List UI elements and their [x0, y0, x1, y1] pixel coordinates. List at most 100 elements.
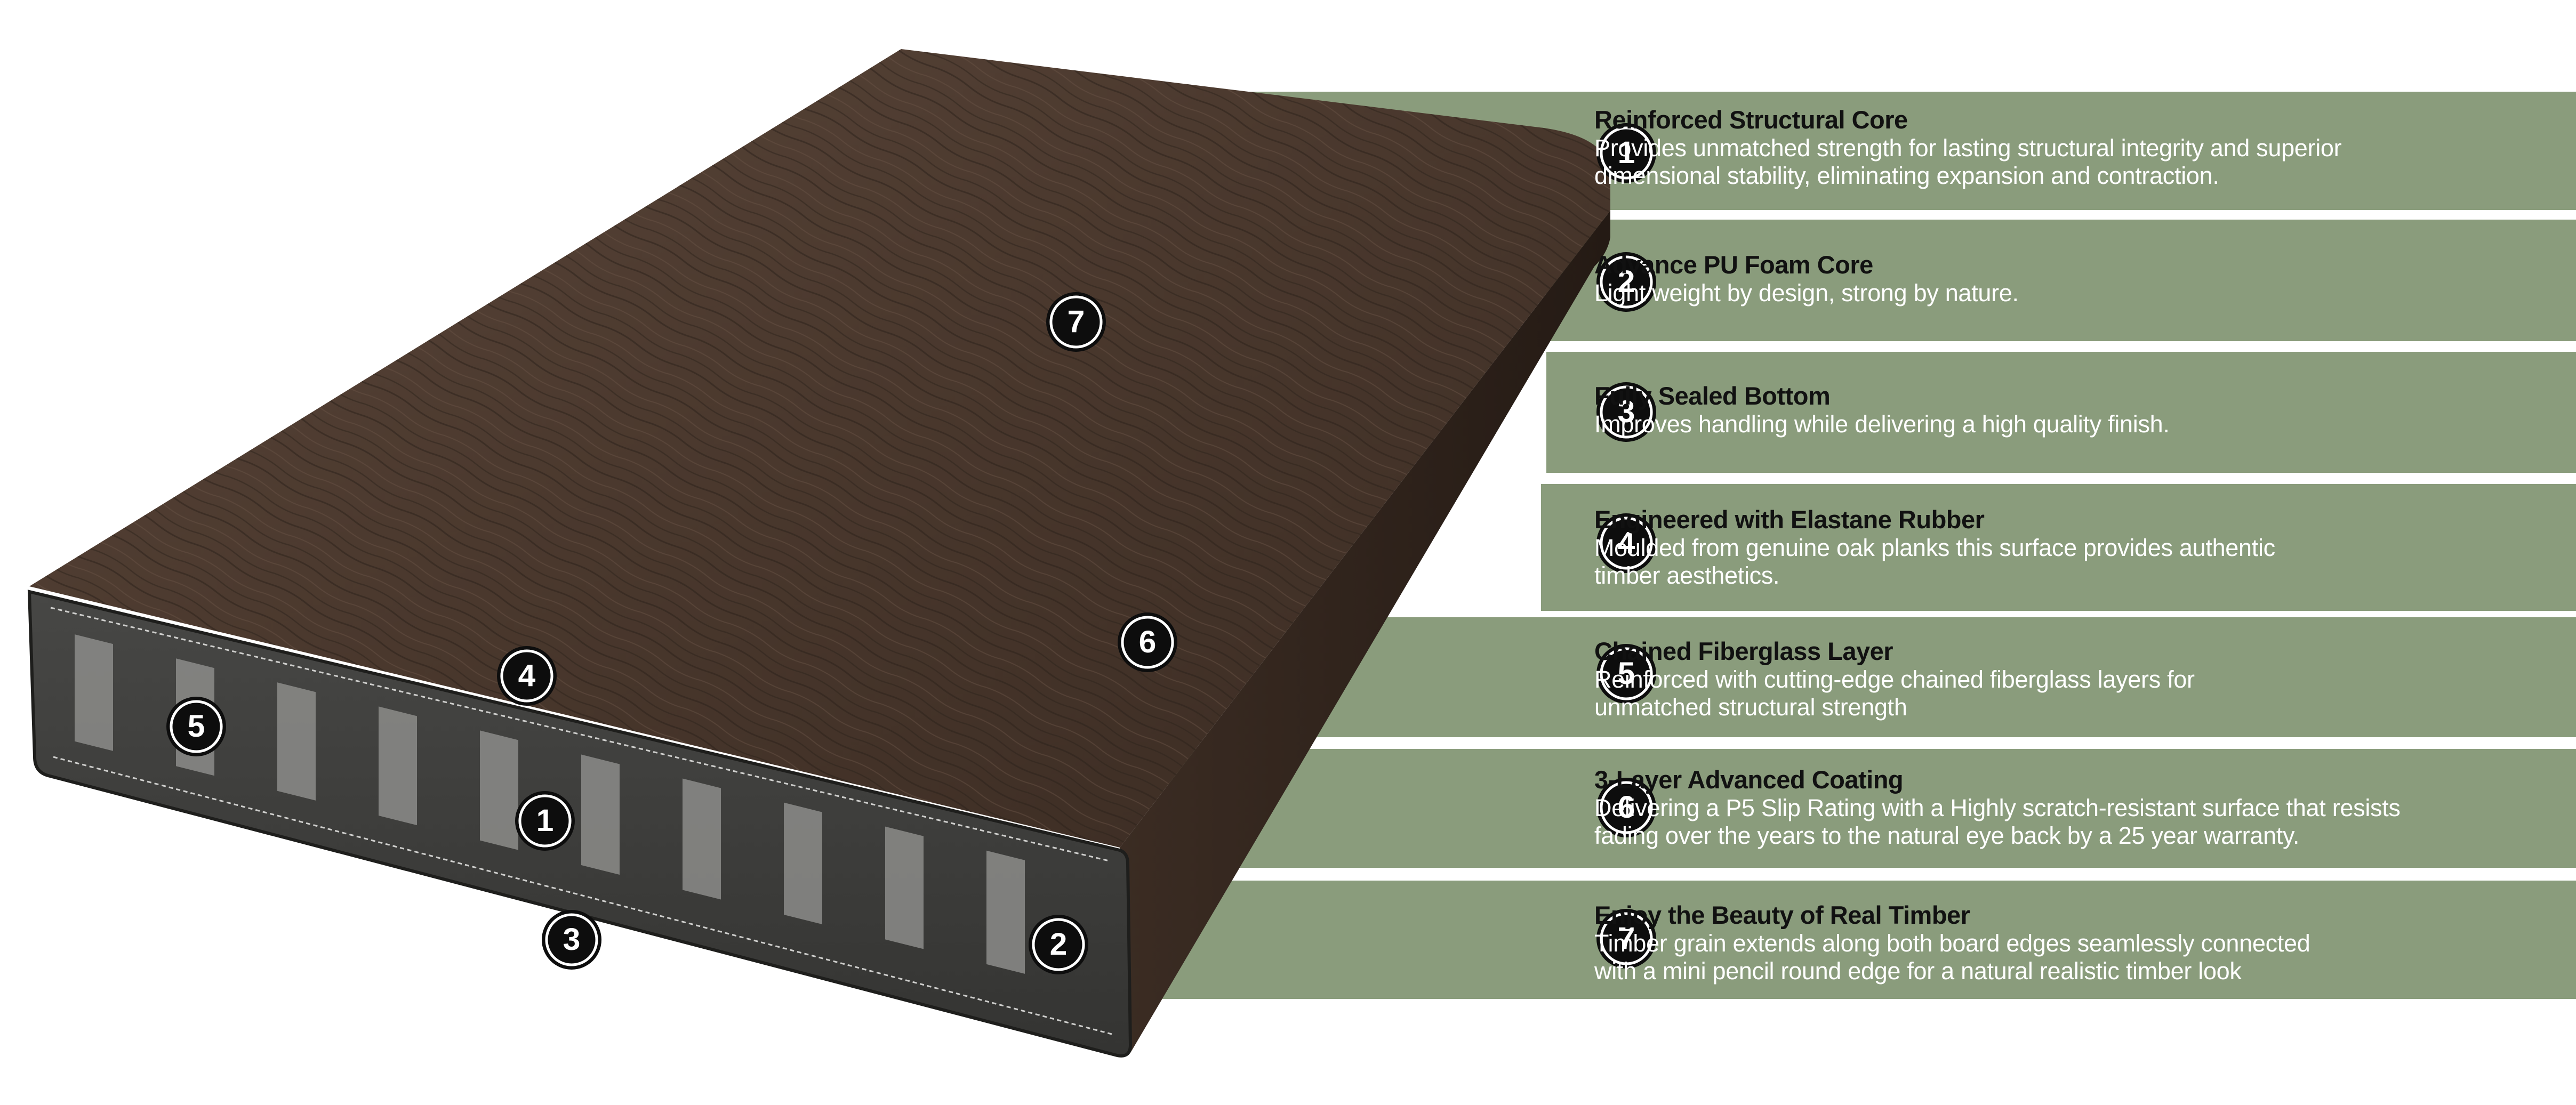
badge-ring — [1600, 781, 1653, 834]
core-strip — [480, 730, 518, 850]
badge-ring — [1032, 918, 1085, 971]
feature-title: Fully Sealed Bottom — [1594, 382, 1831, 410]
core-strip — [75, 634, 113, 751]
board-marker-2: 2 — [1029, 915, 1088, 974]
badge-number: 7 — [1618, 921, 1635, 956]
feature-item-6: 3-Layer Advanced Coating Delivering a P5… — [1594, 765, 2554, 850]
badge-number: 4 — [518, 658, 536, 693]
feature-description-line: Provides unmatched strength for lasting … — [1594, 134, 2342, 162]
feature-title: Advance PU Foam Core — [1594, 251, 1873, 279]
feature-title: Reinforced Structural Core — [1594, 106, 1908, 134]
feature-item-5: Chained Fiberglass Layer Reinforced with… — [1594, 637, 2554, 721]
feature-description-line: Moulded from genuine oak planks this sur… — [1594, 534, 2275, 561]
feature-item-3: Fully Sealed Bottom Improves handling wh… — [1594, 382, 2554, 438]
numbered-circle-icon — [1046, 292, 1106, 352]
badge-ring — [170, 700, 223, 753]
feature-description: Provides unmatched strength for lasting … — [1594, 134, 2554, 190]
feature-description-line: Light weight by design, strong by nature… — [1594, 279, 2019, 307]
board-marker-1: 1 — [515, 791, 575, 851]
core-strip — [581, 754, 620, 875]
feature-item-1: Reinforced Structural Core Provides unma… — [1594, 106, 2554, 190]
numbered-circle-icon — [1596, 909, 1656, 969]
feature-title: 3-Layer Advanced Coating — [1594, 765, 1904, 794]
board-stitch-bottom — [53, 756, 1112, 1035]
numbered-circle-icon — [1596, 382, 1656, 442]
feature-number-badge-3: 3 — [1596, 382, 1656, 442]
feature-description-line: with a mini pencil round edge for a natu… — [1594, 957, 2242, 985]
feature-description-line: Timber grain extends along both board ed… — [1594, 930, 2310, 957]
numbered-circle-icon — [1596, 513, 1656, 573]
core-strip — [379, 706, 417, 826]
board-marker-5: 5 — [166, 697, 226, 756]
badge-number: 3 — [563, 922, 581, 957]
badge-ring — [1600, 385, 1653, 439]
feature-description-line: Reinforced with cutting-edge chained fib… — [1594, 666, 2195, 693]
badge-number: 4 — [1618, 526, 1635, 560]
feature-number-badge-1: 1 — [1596, 123, 1656, 183]
badge-number: 6 — [1618, 790, 1635, 825]
feature-description-line: dimensional stability, eliminating expan… — [1594, 162, 2219, 189]
callout-band — [1136, 881, 2576, 999]
feature-description: Light weight by design, strong by nature… — [1594, 279, 2554, 307]
feature-number-badge-6: 6 — [1596, 778, 1656, 837]
feature-number-badge-7: 7 — [1596, 909, 1656, 969]
numbered-circle-icon — [542, 910, 601, 970]
feature-description-line: unmatched structural strength — [1594, 693, 1907, 721]
badge-ring — [500, 649, 553, 703]
badge-number: 3 — [1618, 394, 1635, 429]
feature-description: Reinforced with cutting-edge chained fib… — [1594, 666, 2554, 721]
badge-ring — [1600, 647, 1653, 700]
callout-band — [1312, 617, 2576, 737]
feature-description: Timber grain extends along both board ed… — [1594, 930, 2554, 985]
feature-item-2: Advance PU Foam Core Light weight by des… — [1594, 251, 2554, 307]
numbered-circle-icon — [1596, 252, 1656, 312]
badge-ring — [518, 794, 572, 848]
numbered-circle-icon — [1596, 123, 1656, 183]
numbered-circle-icon — [1118, 612, 1177, 672]
numbered-circle-icon — [515, 791, 575, 851]
callout-band — [1168, 749, 2576, 868]
feature-number-badge-5: 5 — [1596, 644, 1656, 704]
badge-number: 1 — [536, 803, 554, 838]
board-stitch-top — [50, 607, 1110, 862]
badge-ring — [1049, 295, 1103, 349]
badge-ring — [1600, 126, 1653, 180]
board-right-edge — [1120, 211, 1610, 1053]
feature-title: Enjoy the Beauty of Real Timber — [1594, 901, 1970, 929]
board-marker-6: 6 — [1118, 612, 1177, 672]
feature-title: Engineered with Elastane Rubber — [1594, 505, 1985, 534]
callout-band — [1541, 484, 2576, 611]
board-marker-4: 4 — [497, 646, 557, 706]
numbered-circle-icon — [1596, 778, 1656, 837]
feature-description: Improves handling while delivering a hig… — [1594, 410, 2554, 438]
numbered-circle-icon — [1029, 915, 1088, 974]
feature-description-line: timber aesthetics. — [1594, 562, 1780, 589]
badge-ring — [545, 913, 598, 966]
badge-number: 7 — [1068, 304, 1085, 339]
badge-ring — [1121, 616, 1174, 669]
feature-item-7: Enjoy the Beauty of Real Timber Timber g… — [1594, 901, 2554, 985]
numbered-circle-icon — [497, 646, 557, 706]
board-grain-texture — [29, 49, 1610, 848]
badge-ring — [1600, 517, 1653, 570]
numbered-circle-icon — [166, 697, 226, 756]
core-strip — [277, 682, 316, 801]
core-strip — [986, 850, 1025, 974]
board-marker-3: 3 — [542, 910, 601, 970]
badge-number: 1 — [1618, 135, 1635, 170]
core-strip — [683, 778, 721, 900]
core-strip — [784, 802, 822, 924]
callout-band — [1546, 220, 2576, 341]
badge-ring — [1600, 912, 1653, 965]
feature-description-line: Improves handling while delivering a hig… — [1594, 410, 2170, 438]
feature-number-badge-4: 4 — [1596, 513, 1656, 573]
feature-item-4: Engineered with Elastane Rubber Moulded … — [1594, 505, 2554, 590]
feature-description: Moulded from genuine oak planks this sur… — [1594, 534, 2554, 590]
feature-title: Chained Fiberglass Layer — [1594, 637, 1893, 665]
badge-number: 5 — [1618, 656, 1635, 691]
feature-number-badge-2: 2 — [1596, 252, 1656, 312]
